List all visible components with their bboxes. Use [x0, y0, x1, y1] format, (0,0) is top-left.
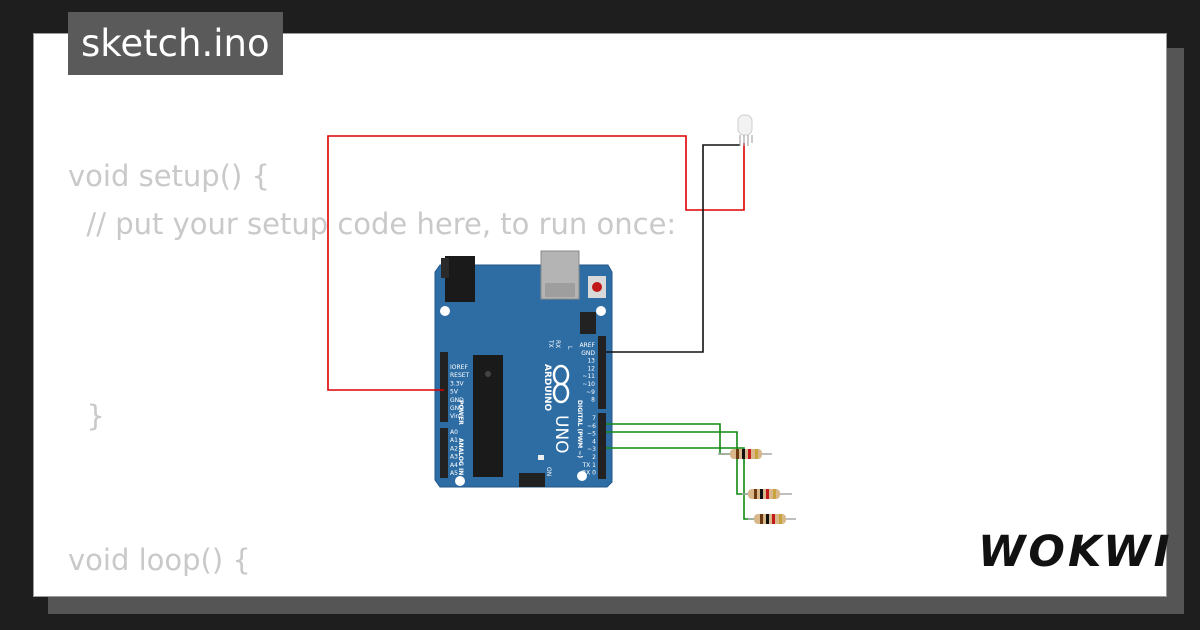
arduino-uno-board[interactable]: ARDUINO UNO DIGITAL (PWM ~) POWER ANALOG… [434, 250, 613, 488]
pin-label: A2 [450, 445, 458, 452]
pin-label: ~10 [582, 381, 595, 388]
on-label: ON [545, 467, 552, 476]
resistor[interactable] [718, 449, 772, 459]
code-line: void setup() { [68, 159, 270, 193]
pin-label: ~3 [587, 446, 596, 453]
pin-label: IOREF [450, 364, 468, 371]
pin-label: A4 [450, 462, 458, 469]
wire-red-5v[interactable] [327, 135, 745, 391]
resistor[interactable] [748, 514, 796, 524]
pin-label: A1 [450, 437, 458, 444]
power-header [440, 352, 448, 422]
pin-label: A3 [450, 454, 458, 461]
on-led [538, 455, 544, 460]
pin-label: Vin [450, 413, 460, 420]
led-l-label: L [566, 346, 573, 350]
pin-label: ~11 [582, 373, 595, 380]
wire-black-gnd[interactable] [606, 144, 740, 353]
pin-label: GND [450, 397, 464, 404]
pin-label: 3.3V [450, 380, 465, 387]
arduino-logo-icon [552, 364, 570, 404]
pin-label: 8 [591, 397, 595, 404]
mount-hole [577, 471, 587, 481]
pin-label: ~6 [587, 423, 596, 430]
file-tab-label: sketch.ino [81, 22, 270, 65]
pin-label: RESET [450, 372, 470, 379]
pin-label: RX 0 [582, 470, 596, 477]
code-editor-text: void setup() { // put your setup code he… [68, 152, 676, 584]
rgb-led[interactable] [737, 114, 753, 146]
wire-green-pin5[interactable] [606, 431, 750, 495]
wire-green-pin6[interactable] [606, 423, 736, 455]
board-name: ARDUINO [542, 364, 552, 412]
pin-label: 2 [592, 454, 596, 461]
code-line: } [68, 399, 105, 433]
tx-label: TX [547, 339, 554, 348]
mount-hole [440, 306, 450, 316]
pin-label: GND [581, 350, 595, 357]
pin-label: ~5 [587, 431, 596, 438]
dc-jack [445, 256, 475, 302]
wokwi-logo: WOKWI [978, 527, 1173, 577]
code-line: void loop() { [68, 543, 251, 577]
mount-hole [596, 306, 606, 316]
pin-label: ~9 [586, 389, 595, 396]
digital-header-top [598, 336, 606, 409]
pin-label: 12 [587, 365, 595, 372]
power-header-label: POWER [457, 400, 464, 425]
board-model: UNO [551, 415, 571, 454]
pin-label: A0 [450, 429, 458, 436]
digital-header-bottom [598, 413, 606, 479]
rx-label: RX [554, 340, 561, 348]
analog-header [440, 428, 448, 478]
code-line: // put your setup code here, to run once… [68, 207, 677, 241]
analog-header-label: ANALOG IN [457, 438, 464, 475]
pin-label: 4 [592, 438, 596, 445]
pin-label: A5 [450, 470, 458, 477]
pin-label: 5V [450, 389, 459, 396]
pin-label: GND [450, 405, 464, 412]
resistor[interactable] [742, 489, 792, 499]
digital-header-label: DIGITAL (PWM ~) [576, 400, 583, 458]
pin-label: TX 1 [582, 462, 597, 469]
pin-label: 13 [587, 358, 595, 365]
pin-label: 7 [592, 415, 596, 422]
pin-label: AREF [579, 342, 595, 349]
mount-hole [455, 476, 465, 486]
file-tab[interactable]: sketch.ino [68, 12, 283, 75]
